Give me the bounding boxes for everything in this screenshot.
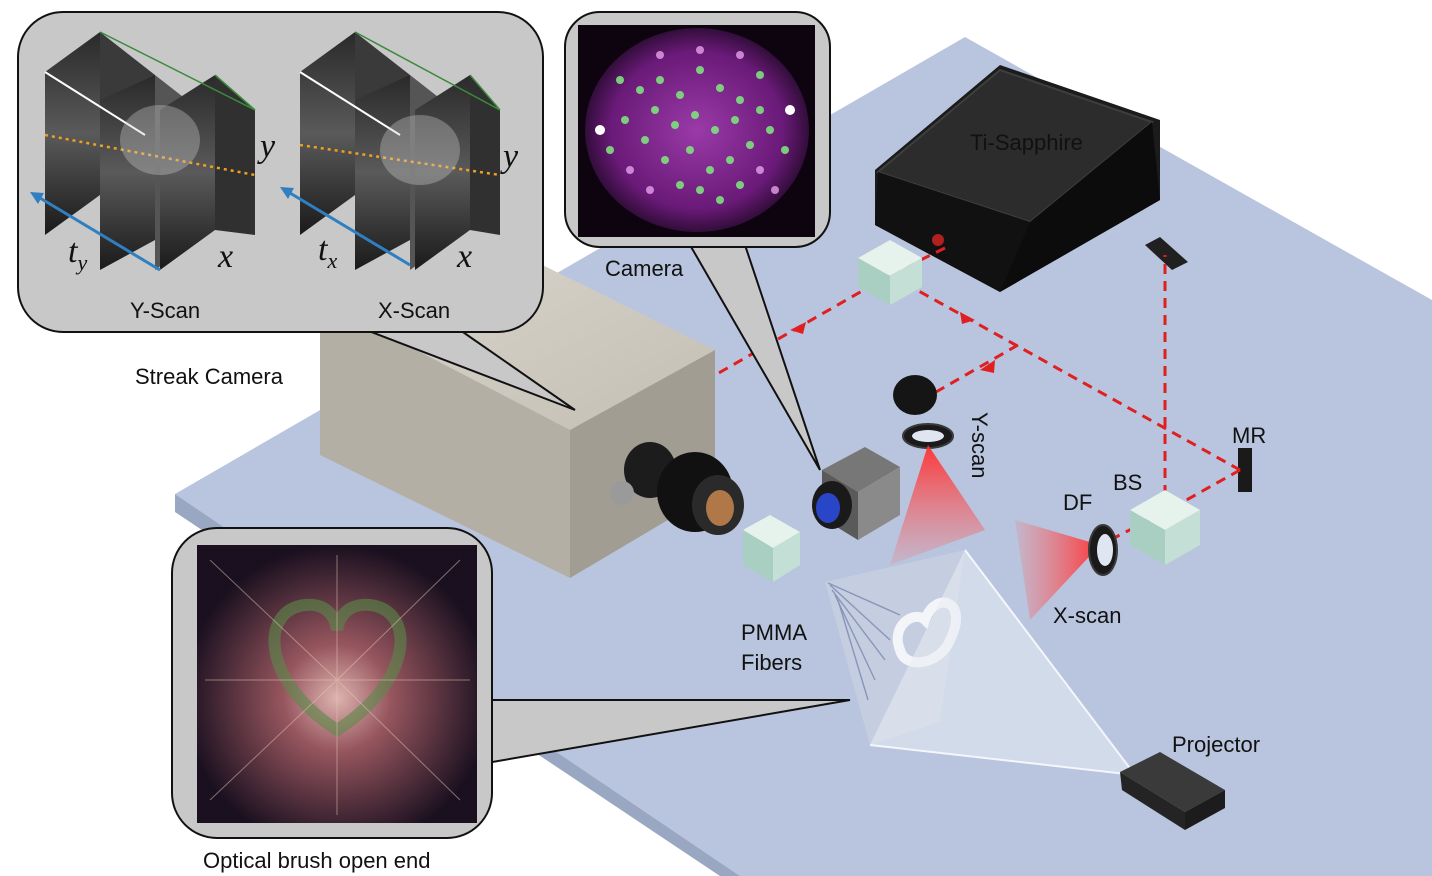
beam-arrows xyxy=(790,312,995,373)
bs-cube xyxy=(1130,490,1200,565)
df-label: DF xyxy=(1063,490,1093,515)
bs-label: BS xyxy=(1113,470,1143,495)
streak-camera-label: Streak Camera xyxy=(135,364,283,389)
glass-cube-2 xyxy=(743,515,800,582)
beam-splitter-cube-1 xyxy=(858,240,922,305)
y-axis-label-1: y xyxy=(260,128,276,165)
x-axis-label-2: x xyxy=(457,238,473,275)
small-camera xyxy=(812,447,900,540)
y-axis-label-2: y xyxy=(503,138,519,175)
x-scan-panel-label: X-Scan xyxy=(378,298,451,323)
ti-sapphire-label: Ti-Sapphire xyxy=(970,130,1083,155)
fibers-label: Fibers xyxy=(741,650,803,675)
projector xyxy=(1120,752,1225,830)
projector-label: Projector xyxy=(1172,732,1261,757)
ti-sapphire-laser xyxy=(875,65,1160,292)
tx-axis-label: tx xyxy=(318,231,338,273)
optical-brush-label: Optical brush open end xyxy=(203,848,431,873)
y-scan-mirror xyxy=(893,375,937,415)
y-scan-panel-label: Y-Scan xyxy=(130,298,201,323)
x-scan-streak-stack xyxy=(280,31,501,270)
x-scan-beam-cone xyxy=(1015,520,1100,620)
x-scan-label: X-scan xyxy=(1053,603,1122,628)
y-scan-beam-cone xyxy=(890,445,985,565)
camera-label: Camera xyxy=(605,256,684,281)
mr-mirror xyxy=(1238,448,1252,492)
ty-axis-label: ty xyxy=(68,233,88,275)
y-scan-label: Y-scan xyxy=(967,412,992,479)
x-axis-label-1: x xyxy=(218,238,234,275)
projector-light-cone xyxy=(870,550,1135,775)
y-scan-streak-stack xyxy=(30,31,256,272)
mr-label: MR xyxy=(1232,423,1267,448)
turning-mirror xyxy=(1145,237,1188,270)
optical-brush-callout xyxy=(171,527,851,839)
pmma-label: PMMA xyxy=(741,620,807,645)
camera-callout xyxy=(564,11,831,471)
